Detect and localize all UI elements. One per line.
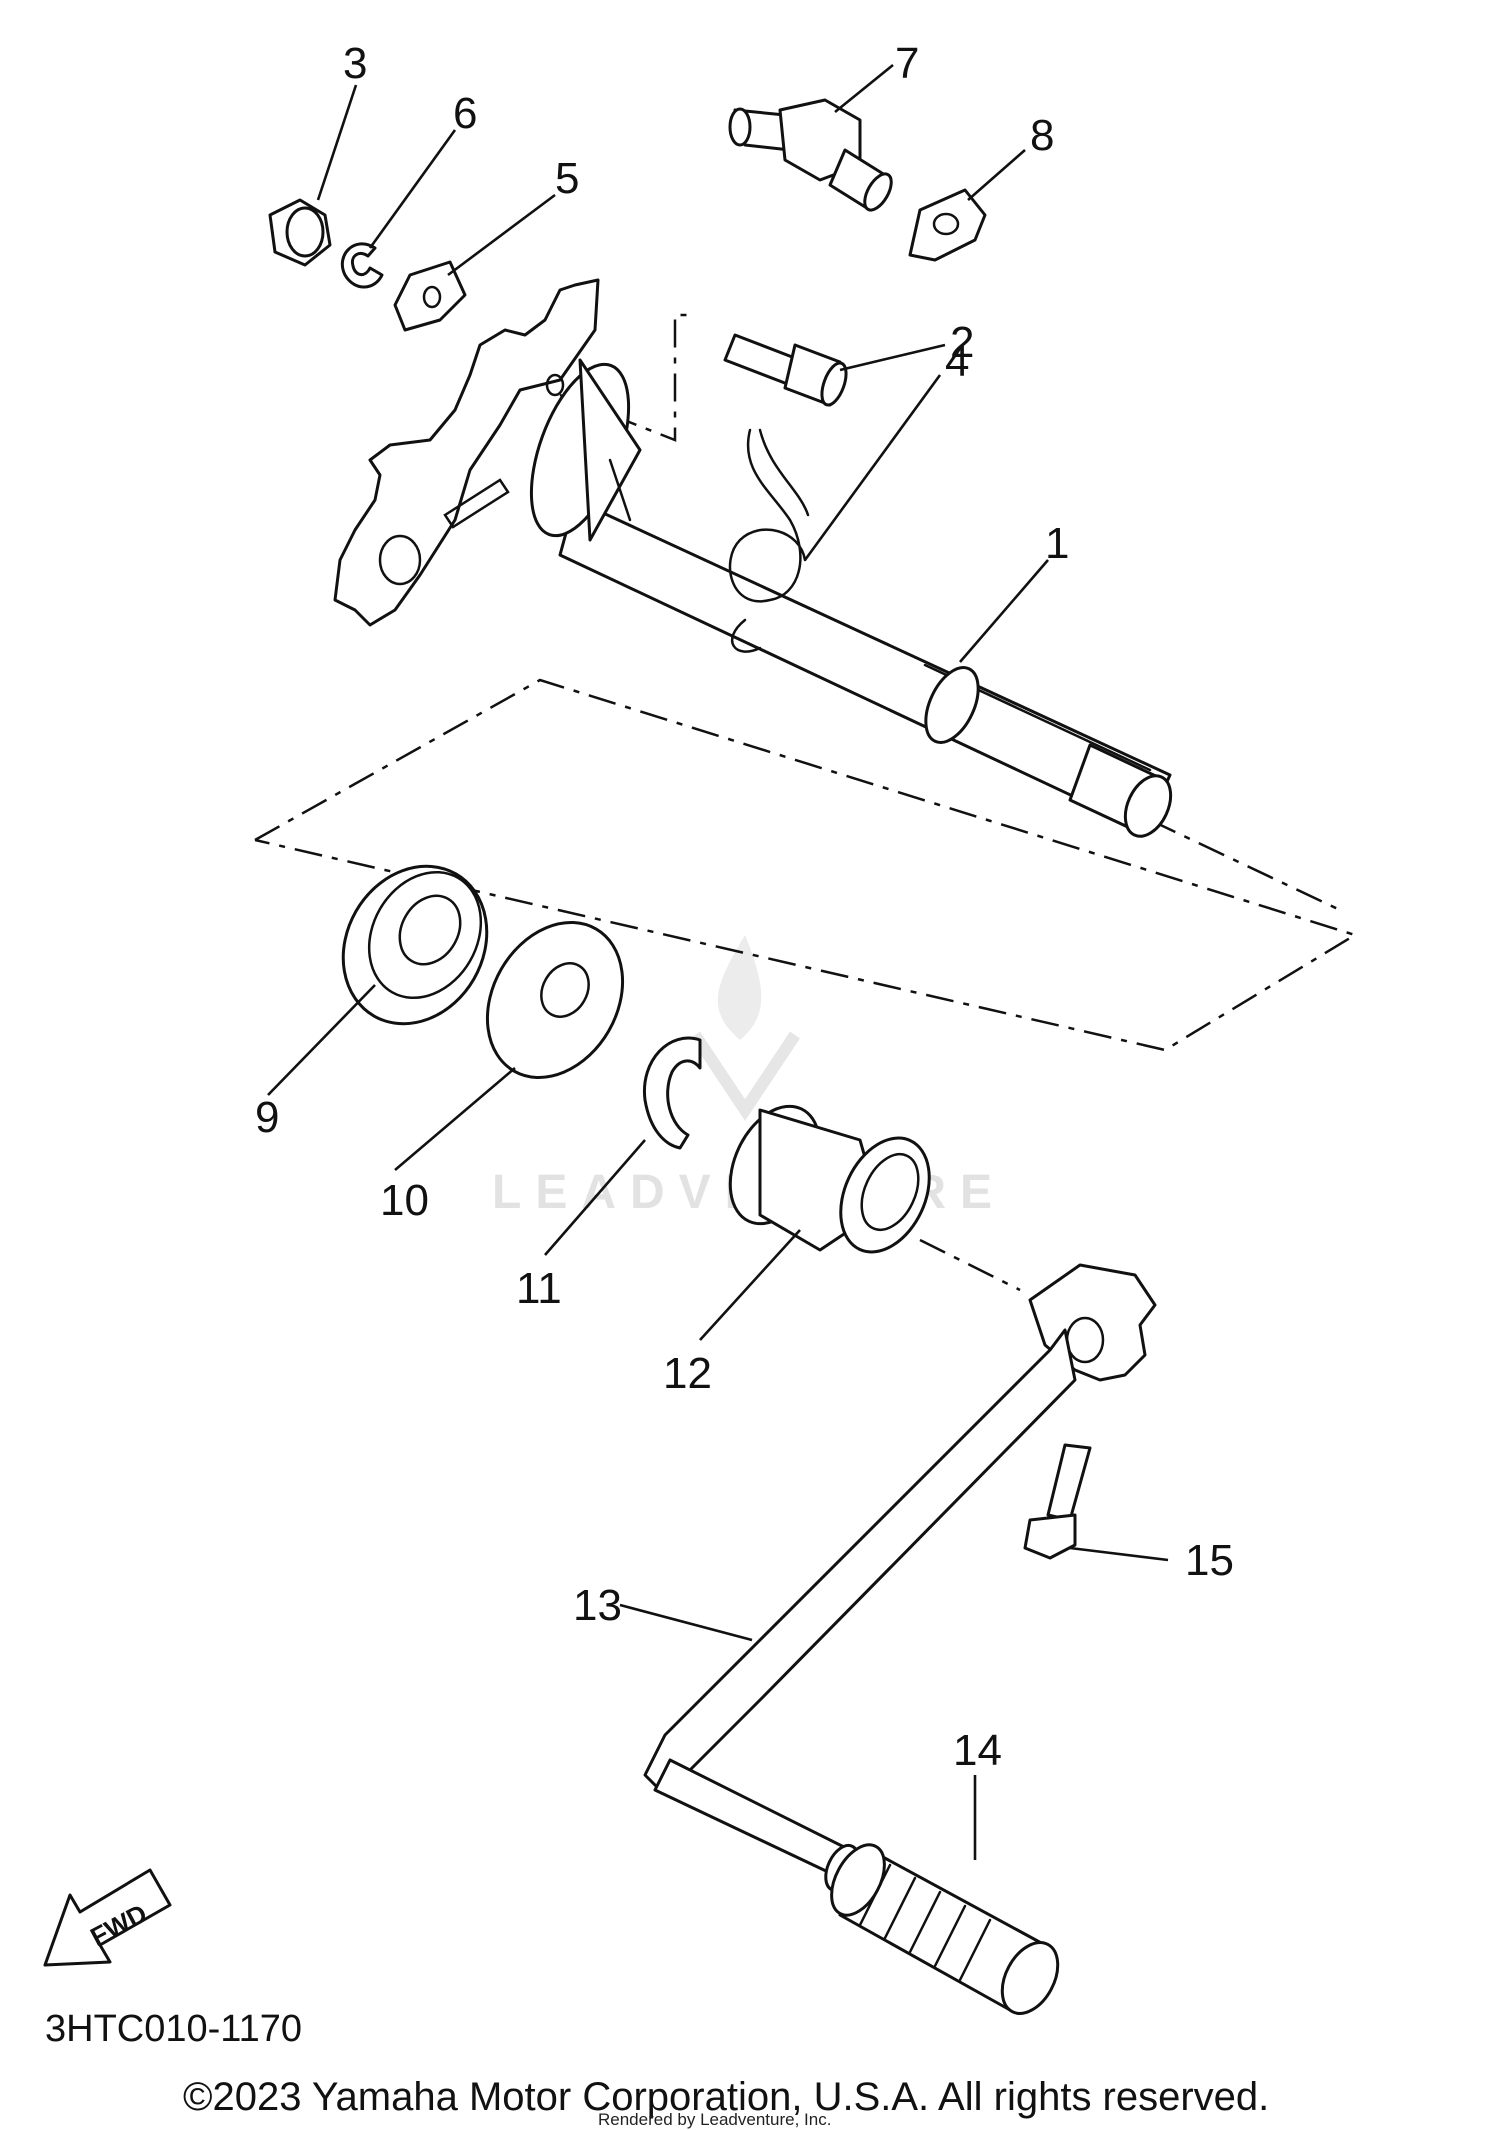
flat-washer [485,921,625,1079]
callout-7: 7 [895,39,919,88]
callout-10: 10 [380,1176,429,1225]
nut [268,198,332,267]
pedal-rubber [830,1843,1060,2015]
leader-lines [267,63,1169,1860]
lock-washer [908,188,987,262]
collar [728,1104,931,1254]
callout-5: 5 [555,154,579,203]
circlip [340,242,384,289]
e-clip [642,1036,702,1150]
callout-11: 11 [516,1264,562,1313]
diagram-code: 3HTC010-1170 [45,2008,303,2050]
stopper-bolt [723,333,848,407]
callout-14: 14 [953,1726,1002,1775]
pinch-bolt [1023,1443,1092,1560]
bolt [728,98,893,212]
callout-numbers: 3 6 5 7 8 2 4 1 9 10 11 12 13 14 15 [255,39,1234,1775]
bearing [341,864,489,1026]
shift-pedal [643,1263,1157,1893]
washer [393,260,467,332]
callout-8: 8 [1030,111,1054,160]
callout-2: 2 [950,318,974,367]
return-spring [728,428,810,653]
callout-6: 6 [453,89,477,138]
callout-15: 15 [1185,1536,1234,1585]
callout-3: 3 [343,39,367,88]
shift-shaft [333,278,1173,838]
copyright-notice: ©2023 Yamaha Motor Corporation, U.S.A. A… [183,2075,1270,2119]
callout-13: 13 [573,1581,622,1630]
callout-1: 1 [1045,519,1069,568]
callout-9: 9 [255,1093,279,1142]
fwd-arrow-icon: FWD [43,1868,172,1967]
callout-4: 4 [945,337,969,386]
callout-12: 12 [663,1349,712,1398]
rendered-by-credit: Rendered by Leadventure, Inc. [598,2110,832,2129]
